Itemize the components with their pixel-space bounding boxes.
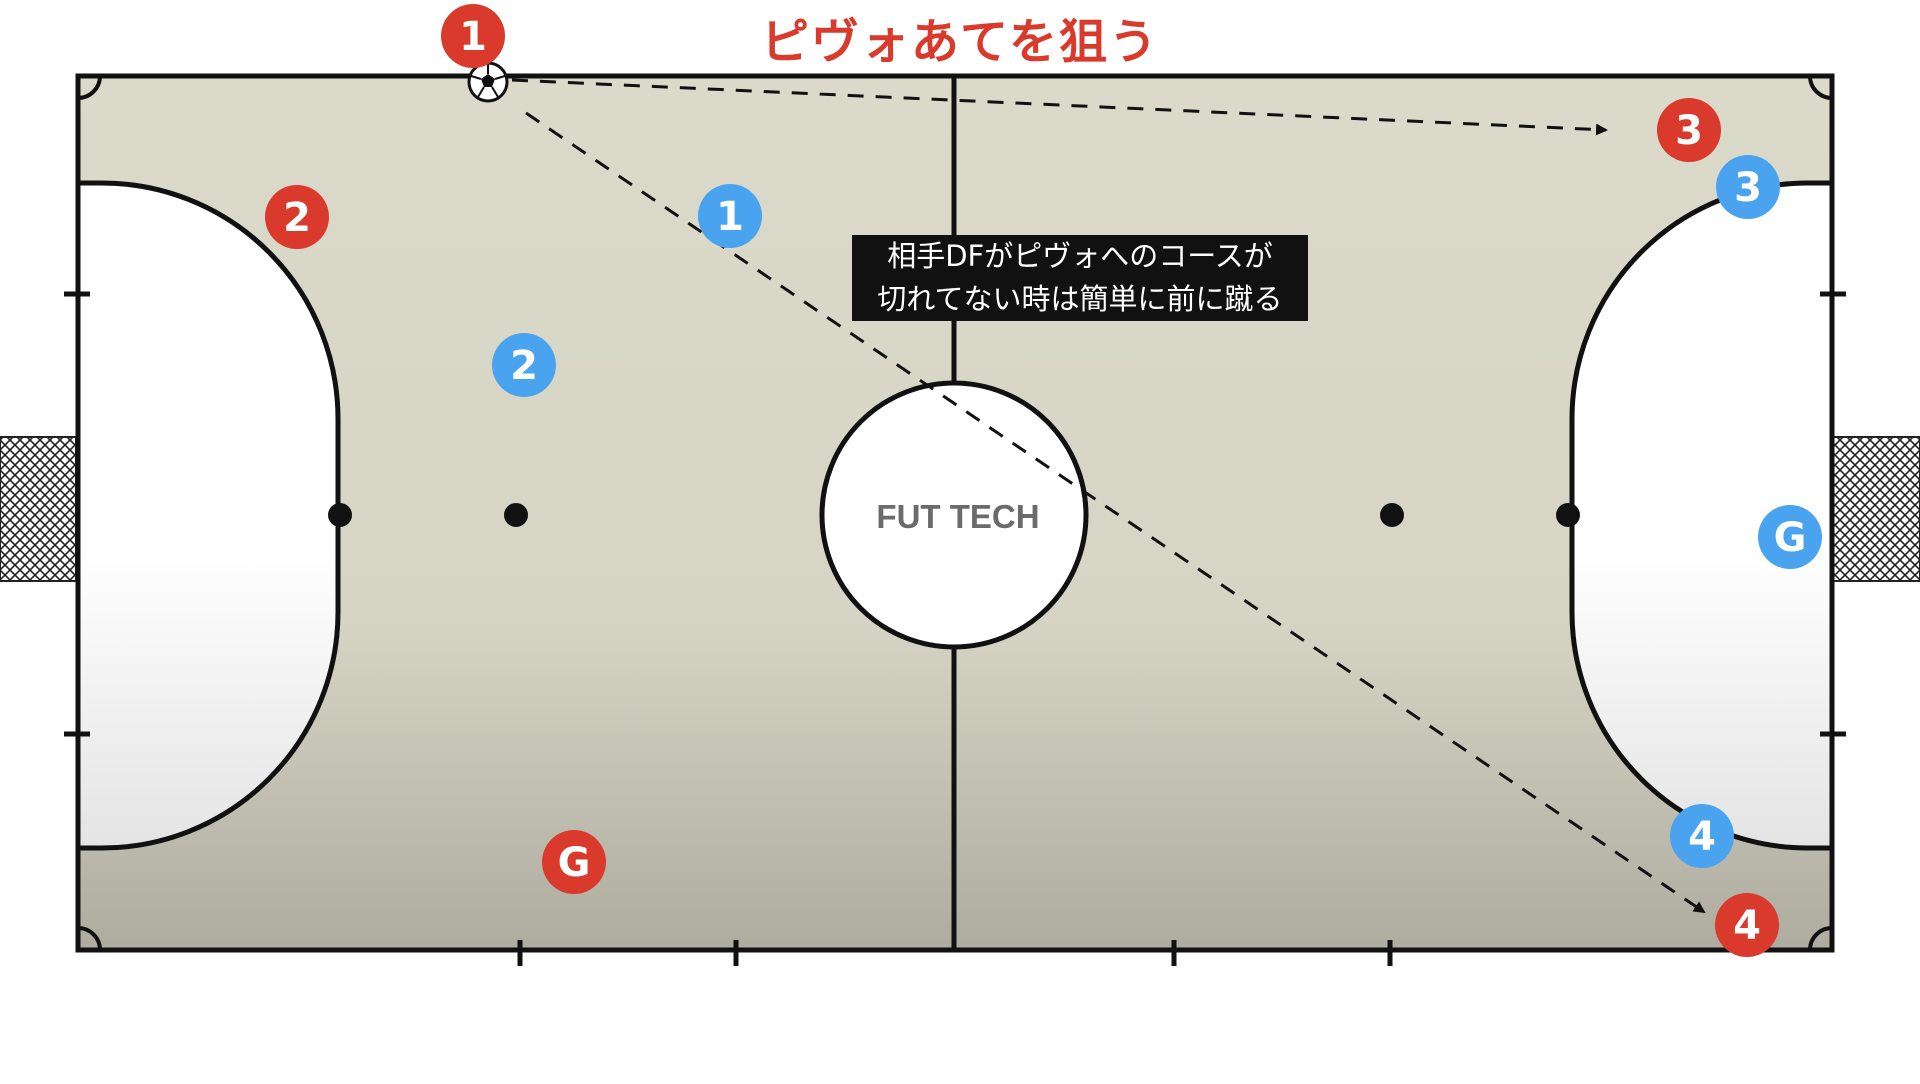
defense-player-1[interactable]: 1 — [698, 184, 762, 248]
watermark-text: FUT TECH — [876, 498, 1039, 535]
attack-player-1[interactable]: 1 — [441, 4, 505, 68]
player-label: 2 — [510, 343, 538, 389]
penalty-spot — [328, 503, 352, 527]
defense-player-2[interactable]: 2 — [492, 333, 556, 397]
player-label: 1 — [716, 194, 744, 240]
defense-player-3[interactable]: 3 — [1716, 155, 1780, 219]
caption-line-2: 切れてない時は簡単に前に蹴る — [877, 282, 1283, 316]
left-penalty-area — [75, 180, 341, 851]
second-penalty-spot — [1380, 503, 1404, 527]
defense-goalkeeper[interactable]: G — [1758, 505, 1822, 569]
corner-arc — [1808, 926, 1833, 951]
penalty-spot — [1556, 503, 1580, 527]
soccer-ball-icon — [467, 61, 509, 103]
right-goal-net-icon — [1831, 436, 1920, 582]
player-label: 3 — [1675, 108, 1703, 154]
attack-player-3[interactable]: 3 — [1657, 98, 1721, 162]
player-label: 4 — [1688, 814, 1716, 860]
player-label: 4 — [1733, 903, 1761, 949]
player-label: 1 — [459, 14, 487, 60]
pass-arrow-to-pivot — [511, 78, 1608, 136]
caption-line-1: 相手DFがピヴォへのコースが — [887, 239, 1273, 273]
attack-player-4[interactable]: 4 — [1715, 893, 1779, 957]
player-label: 2 — [283, 195, 311, 241]
left-goal-net-icon — [0, 436, 77, 582]
attack-player-2[interactable]: 2 — [265, 185, 329, 249]
tactic-caption: 相手DFがピヴォへのコースが 切れてない時は簡単に前に蹴る — [852, 235, 1308, 321]
attack-goalkeeper[interactable]: G — [542, 830, 606, 894]
corner-arc — [1808, 75, 1833, 100]
second-penalty-spot — [504, 503, 528, 527]
diagram-title: ピヴォあてを狙う — [760, 14, 1160, 70]
boundary-ticks — [64, 291, 1846, 966]
player-label: G — [558, 840, 591, 886]
player-label: G — [1774, 515, 1807, 561]
defense-player-4[interactable]: 4 — [1670, 804, 1734, 868]
corner-arc — [77, 926, 102, 951]
corner-arc — [77, 75, 102, 100]
player-label: 3 — [1734, 165, 1762, 211]
